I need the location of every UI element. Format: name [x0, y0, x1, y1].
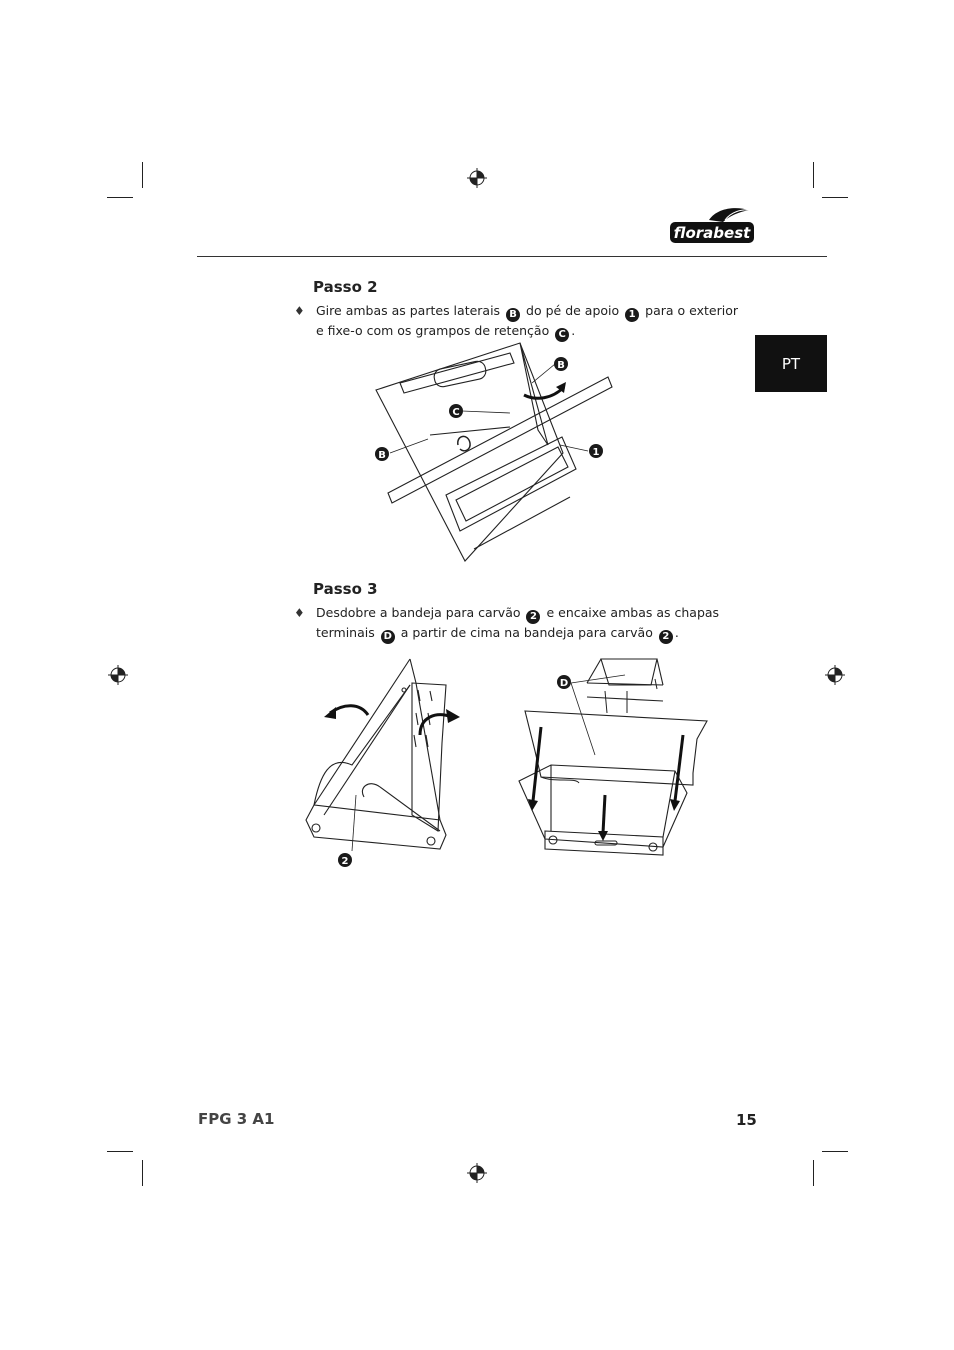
ref-2b: 2: [658, 630, 673, 644]
step2-text: Gire ambas as partes laterais B do pé de…: [316, 302, 746, 342]
step3-text-a: Desdobre a bandeja para carvão: [316, 605, 521, 620]
language-tab: PT: [755, 335, 827, 392]
crop-mark: [813, 162, 814, 188]
ref-c: C: [555, 328, 570, 342]
step2-text-c: para o exterior e fixe-o com os grampos …: [316, 303, 738, 338]
ref-b: B: [506, 308, 521, 322]
figure-step3-endplates-illustration: D: [518, 658, 708, 856]
step3-heading: Passo 3: [313, 580, 378, 598]
label-1: 1: [593, 447, 600, 458]
crop-mark: [822, 1151, 848, 1152]
crop-mark: [107, 1151, 133, 1152]
crop-mark: [822, 197, 848, 198]
step2-text-end: .: [571, 323, 576, 338]
label-d: D: [560, 678, 568, 689]
page-number: 15: [736, 1111, 757, 1129]
step2-text-a: Gire ambas as partes laterais: [316, 303, 501, 318]
crop-mark: [813, 1160, 814, 1186]
label-b-left: B: [378, 450, 386, 461]
bullet-icon: ♦: [294, 304, 305, 318]
step3-text: Desdobre a bandeja para carvão 2 e encai…: [316, 604, 746, 644]
registration-mark-icon: [825, 665, 845, 685]
logo-text: florabest: [674, 224, 751, 242]
florabest-logo: florabest: [670, 208, 754, 243]
bullet-icon: ♦: [294, 606, 305, 620]
figure-step2-illustration: B C B 1: [375, 342, 613, 562]
step3-text-c: a partir de cima na bandeja para carvão: [400, 625, 653, 640]
registration-mark-icon: [467, 168, 487, 188]
label-2: 2: [342, 856, 349, 867]
registration-mark-icon: [467, 1163, 487, 1183]
header-rule: [197, 256, 827, 257]
step3-text-b: e encaixe ambas as chapas terminais: [316, 605, 720, 640]
crop-mark: [142, 162, 143, 188]
crop-mark: [107, 197, 133, 198]
ref-d: D: [380, 630, 395, 644]
ref-2: 2: [526, 610, 541, 624]
figure-step3-tray-illustration: 2: [305, 658, 460, 867]
registration-mark-icon: [108, 665, 128, 685]
footer-model: FPG 3 A1: [198, 1110, 275, 1128]
step2-heading: Passo 2: [313, 278, 378, 296]
label-c: C: [452, 407, 459, 418]
ref-1: 1: [625, 308, 640, 322]
label-b-top: B: [557, 360, 565, 371]
crop-mark: [142, 1160, 143, 1186]
step2-text-b: do pé de apoio: [526, 303, 620, 318]
step3-text-end: .: [674, 625, 679, 640]
